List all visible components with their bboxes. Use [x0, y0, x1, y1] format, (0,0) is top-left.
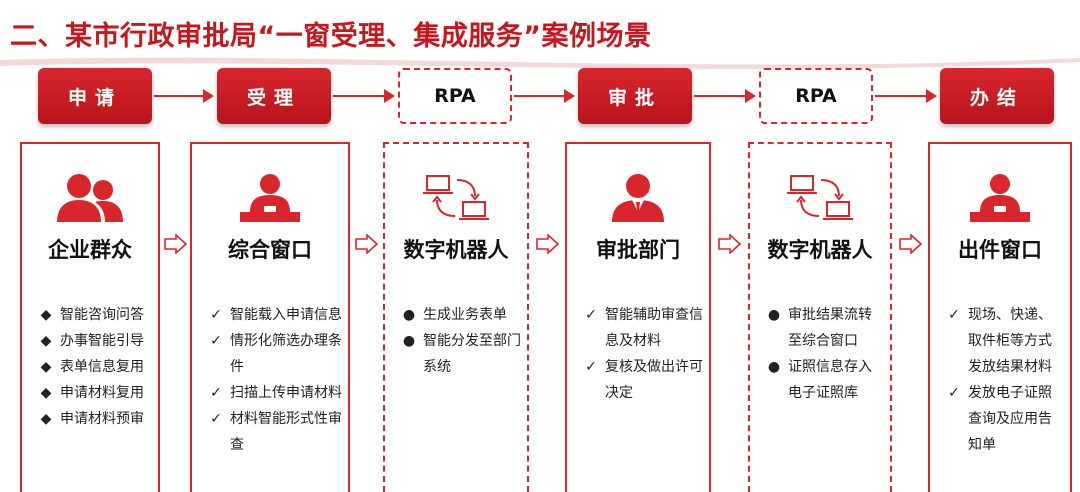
computers-exchange-icon	[750, 172, 890, 224]
list-item: ◆智能咨询问答	[40, 307, 144, 323]
list-item: ✓智能辅助审查信息及材料	[585, 307, 703, 349]
stage-apply: 申请	[38, 68, 152, 124]
clerk-desk-icon	[192, 172, 348, 224]
official-icon	[567, 172, 709, 224]
card-title: 企业群众	[48, 238, 132, 262]
stage-label: RPA	[795, 85, 837, 107]
chevron-arrow-icon	[718, 234, 742, 254]
stage-rpa-1: RPA	[398, 68, 512, 124]
card-digital-robot-2: 数字机器人 ●审批结果流转至综合窗口 ●证照信息存入电子证照库	[748, 142, 892, 492]
stage-rpa-2: RPA	[759, 68, 873, 124]
card-approval-dept: 审批部门 ✓智能辅助审查信息及材料 ✓复核及做出许可决定	[565, 142, 711, 492]
list-item: ●智能分发至部门系统	[402, 333, 521, 375]
list-item: ✓复核及做出许可决定	[585, 359, 703, 401]
flow-arrow	[154, 89, 214, 103]
card-pickup-window: 出件窗口 ✓现场、快递、取件柜等方式发放结果材料 ✓发放电子证照查询及应用告知单	[928, 142, 1072, 492]
list-item: ◆办事智能引导	[40, 333, 144, 349]
list-item: ✓发放电子证照查询及应用告知单	[948, 385, 1052, 453]
list-item: ✓材料智能形式性审查	[210, 411, 342, 453]
list-item: ✓扫描上传申请材料	[210, 385, 342, 401]
card-digital-robot-1: 数字机器人 ●生成业务表单 ●智能分发至部门系统	[383, 142, 529, 492]
chevron-arrow-icon	[899, 234, 923, 254]
list-item: ◆表单信息复用	[40, 359, 144, 375]
card-title: 出件窗口	[958, 238, 1042, 262]
chevron-arrow-icon	[164, 234, 188, 254]
list-item: ●审批结果流转至综合窗口	[767, 307, 872, 349]
flow-arrow	[875, 89, 937, 103]
flow-arrow	[514, 89, 575, 103]
card-title: 审批部门	[596, 238, 680, 262]
decorative-swoosh	[0, 57, 1080, 69]
list-item: ✓智能载入申请信息	[210, 307, 342, 323]
list-item: ✓情形化筛选办理条件	[210, 333, 342, 375]
list-item: ●证照信息存入电子证照库	[767, 359, 872, 401]
card-title: 数字机器人	[767, 238, 873, 262]
card-title: 综合窗口	[228, 238, 312, 262]
list-item: ●生成业务表单	[402, 307, 507, 323]
list-item: ✓现场、快递、取件柜等方式发放结果材料	[948, 307, 1052, 375]
stage-label: 受理	[246, 86, 301, 109]
stage-label: 审批	[607, 86, 662, 109]
stage-label: 申请	[67, 86, 122, 109]
stage-label: 办结	[969, 86, 1024, 109]
list-item: ◆申请材料预审	[40, 411, 144, 427]
flow-arrow	[333, 89, 395, 103]
chevron-arrow-icon	[536, 234, 560, 254]
stage-approve: 审批	[578, 68, 692, 124]
card-title: 数字机器人	[403, 238, 509, 262]
stage-complete: 办结	[940, 68, 1054, 124]
flow-arrow	[694, 89, 756, 103]
stage-accept: 受理	[217, 68, 331, 124]
card-general-window: 综合窗口 ✓智能载入申请信息 ✓情形化筛选办理条件 ✓扫描上传申请材料 ✓材料智…	[190, 142, 350, 492]
clerk-desk-icon	[930, 172, 1070, 224]
card-enterprise-public: 企业群众 ◆智能咨询问答 ◆办事智能引导 ◆表单信息复用 ◆申请材料复用 ◆申请…	[20, 142, 160, 492]
users-icon	[22, 172, 158, 224]
stage-label: RPA	[434, 85, 476, 107]
list-item: ◆申请材料复用	[40, 385, 144, 401]
chevron-arrow-icon	[355, 234, 379, 254]
page-title: 二、某市行政审批局“一窗受理、集成服务”案例场景	[10, 21, 652, 52]
computers-exchange-icon	[385, 172, 527, 224]
